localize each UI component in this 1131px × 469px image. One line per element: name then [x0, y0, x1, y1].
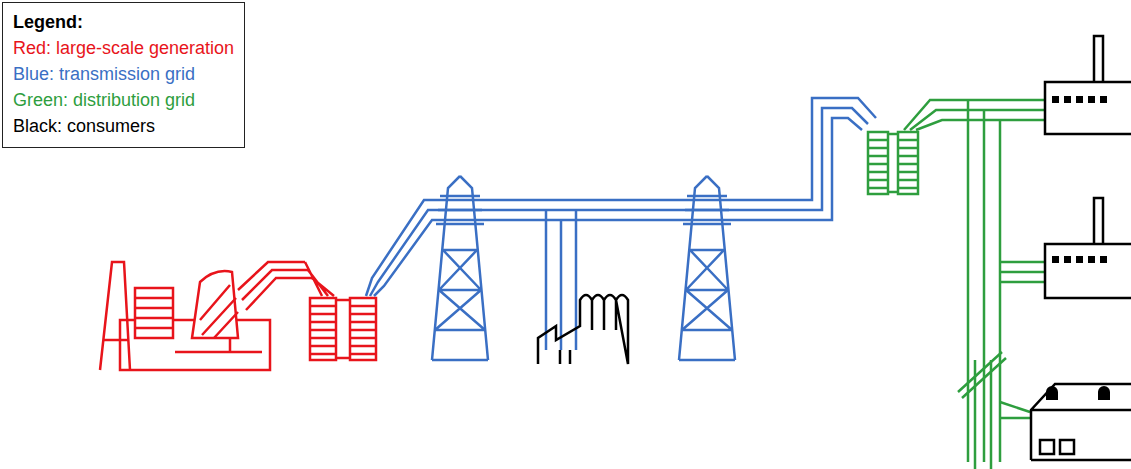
legend-text: Black: consumers	[13, 116, 155, 136]
legend-text: Red: large-scale generation	[13, 38, 234, 58]
legend-text: Green: distribution grid	[13, 90, 195, 110]
legend-entry: Black: consumers	[13, 113, 234, 139]
legend-entry: Red: large-scale generation	[13, 35, 234, 61]
legend-entry: Green: distribution grid	[13, 87, 234, 113]
factory	[538, 295, 628, 364]
transmission-lines	[366, 98, 876, 350]
legend-entry: Blue: transmission grid	[13, 61, 234, 87]
legend-text: Blue: transmission grid	[13, 64, 195, 84]
building-windows	[1046, 96, 1110, 400]
transmission-tower	[432, 176, 735, 360]
step-down-transformer	[868, 100, 1045, 194]
power-plant	[100, 262, 312, 370]
consumer-buildings	[1031, 36, 1131, 460]
step-up-transformer	[305, 262, 376, 360]
legend-box: Legend: Red: large-scale generationBlue: …	[2, 2, 245, 148]
legend-heading: Legend:	[13, 9, 234, 35]
